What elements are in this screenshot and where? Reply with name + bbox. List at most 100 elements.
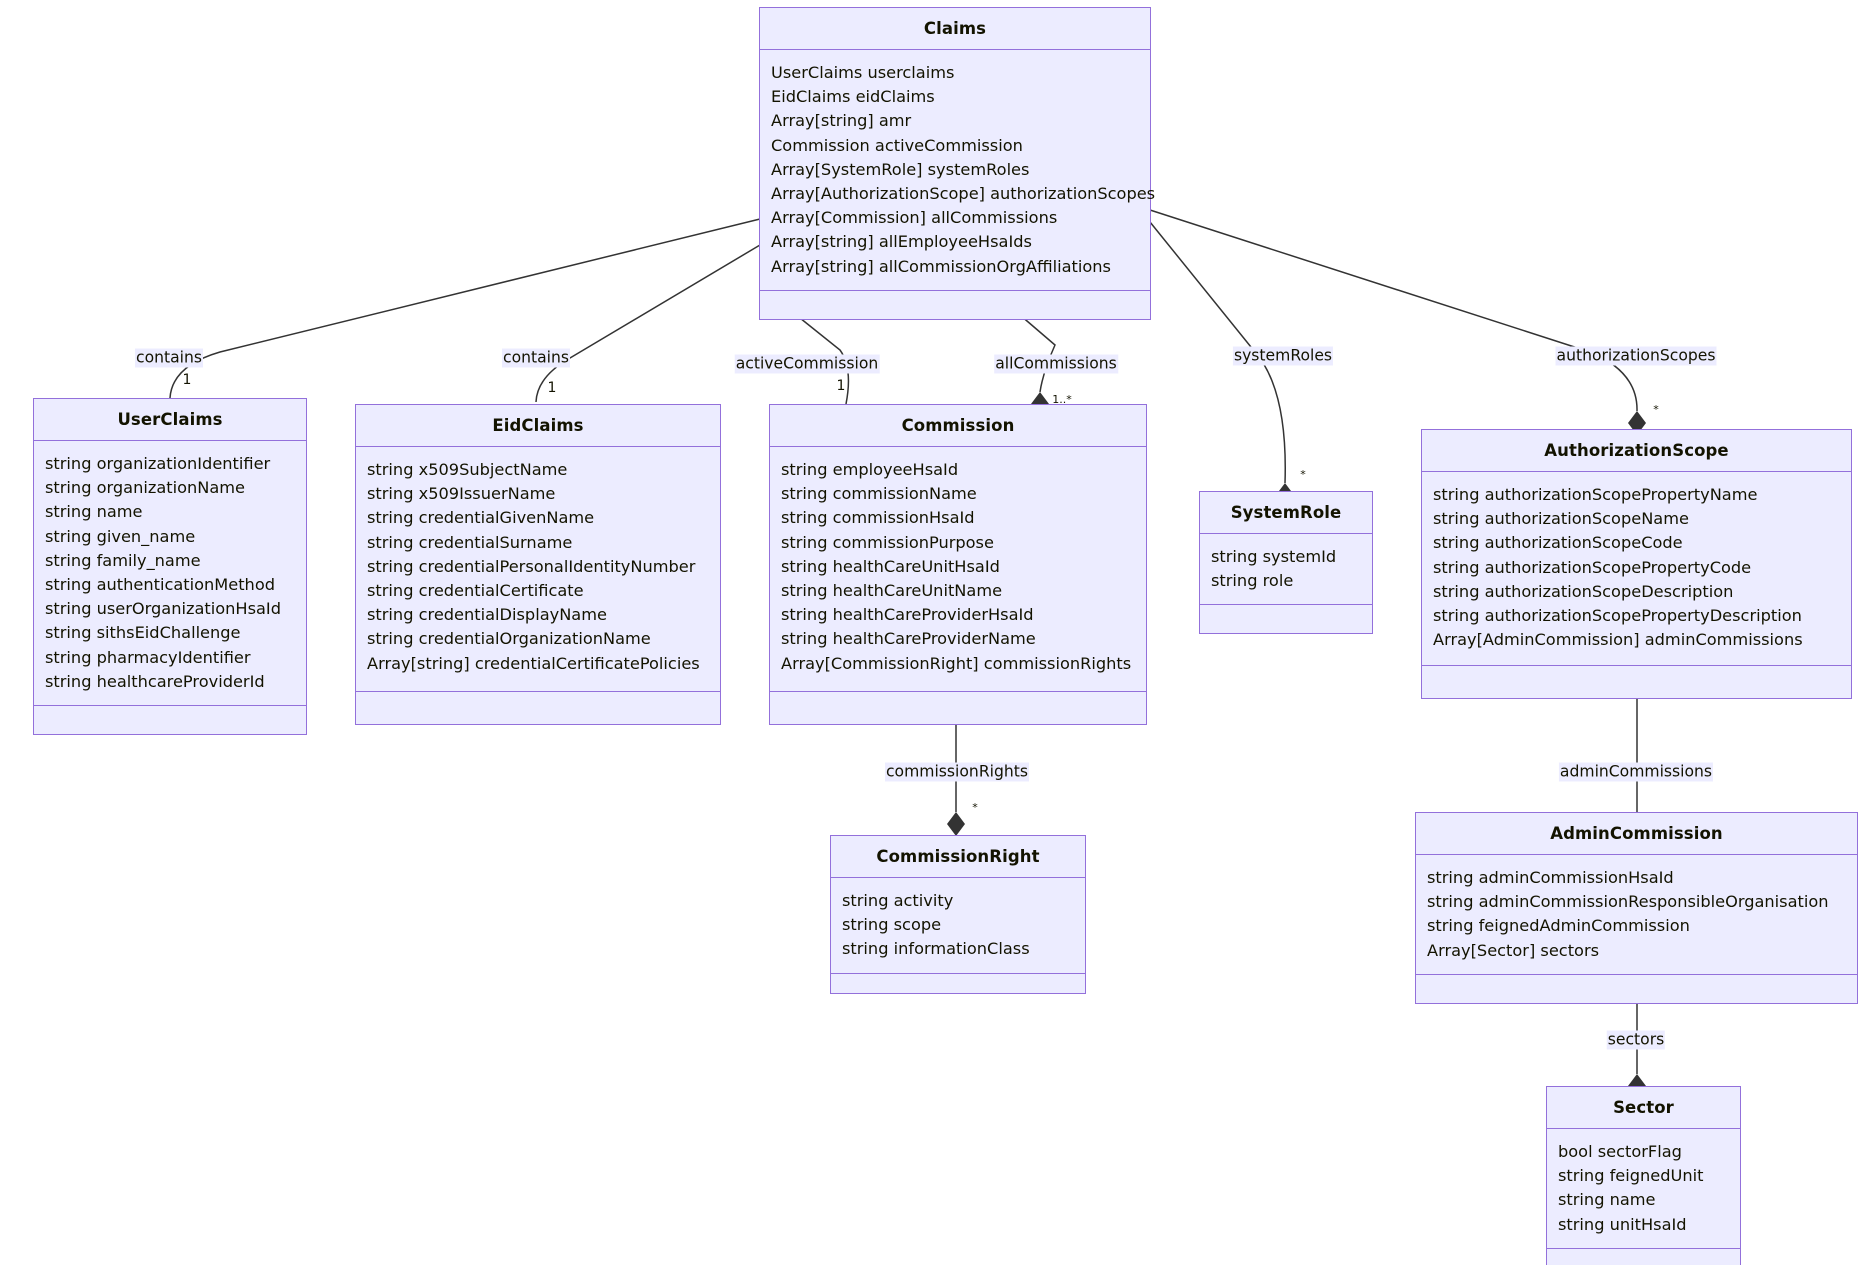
edge-multiplicity-allcommissions: 1..*	[1052, 393, 1072, 406]
class-member: string authorizationScopeCode	[1433, 533, 1683, 553]
edge-multiplicity-authorizationscopes: *	[1653, 403, 1659, 416]
edge-multiplicity-userclaims: 1	[182, 372, 192, 388]
class-member: Array[AuthorizationScope] authorizationS…	[771, 184, 1156, 204]
class-member: string credentialPersonalIdentityNumber	[367, 556, 696, 576]
class-title: AuthorizationScope	[1422, 430, 1851, 472]
edge-claims-userclaims	[169, 218, 761, 399]
class-members: string authorizationScopePropertyName st…	[1422, 472, 1851, 666]
class-title: CommissionRight	[831, 836, 1085, 878]
class-member: string commissionName	[781, 484, 977, 504]
class-member: string employeeHsaId	[781, 460, 959, 479]
edge-label-admincommissions: adminCommissions	[1558, 762, 1714, 782]
class-title: Commission	[770, 405, 1146, 447]
class-title: AdminCommission	[1416, 813, 1857, 855]
class-member: string commissionHsaId	[781, 508, 975, 528]
class-member: string authorizationScopePropertyCode	[1433, 557, 1752, 577]
class-member: string authorizationScopePropertyName	[1433, 485, 1758, 504]
class-member: Array[string] allEmployeeHsaIds	[771, 232, 1032, 252]
class-member: Array[string] credentialCertificatePolic…	[367, 653, 700, 673]
class-node-commissionright[interactable]: CommissionRight string activity string s…	[830, 835, 1086, 994]
class-members: UserClaims userclaims EidClaims eidClaim…	[760, 50, 1156, 291]
class-member: Array[AdminCommission] adminCommissions	[1433, 630, 1803, 650]
class-member: Array[Sector] sectors	[1427, 940, 1600, 960]
class-member: Array[SystemRole] systemRoles	[771, 159, 1030, 179]
edge-label-systemroles: systemRoles	[1232, 346, 1334, 366]
edge-multiplicity-commissionrights: *	[972, 801, 978, 814]
edge-claims-authorizationscope	[1149, 209, 1638, 412]
class-methods	[760, 291, 1150, 323]
class-member: string healthCareProviderName	[781, 629, 1036, 649]
class-node-sector[interactable]: Sector bool sectorFlag string feignedUni…	[1546, 1086, 1741, 1265]
class-member: string organizationName	[45, 478, 246, 498]
class-member: string credentialDisplayName	[367, 605, 607, 625]
class-member: string credentialSurname	[367, 532, 573, 552]
class-member: string systemId	[1211, 547, 1337, 566]
class-title: Sector	[1547, 1087, 1740, 1129]
class-methods	[1416, 975, 1857, 1007]
edge-label-activecommission: activeCommission	[734, 354, 880, 374]
edge-claims-commission-all	[1019, 314, 1056, 393]
class-member: string activity	[842, 891, 954, 910]
class-node-claims[interactable]: Claims UserClaims userclaims EidClaims e…	[759, 7, 1156, 323]
class-member: string sithsEidChallenge	[45, 623, 241, 643]
class-methods	[1547, 1249, 1740, 1265]
class-member: string userOrganizationHsaId	[45, 599, 281, 619]
class-member: string credentialCertificate	[367, 581, 584, 601]
class-node-eidclaims[interactable]: EidClaims string x509SubjectName string …	[355, 404, 721, 725]
class-member: Array[string] amr	[771, 111, 912, 131]
class-member: string authorizationScopeDescription	[1433, 581, 1734, 601]
class-members: bool sectorFlag string feignedUnit strin…	[1547, 1129, 1740, 1249]
class-title: UserClaims	[34, 399, 306, 441]
class-methods	[1422, 666, 1851, 698]
class-member: string x509SubjectName	[367, 460, 568, 479]
class-member: string credentialOrganizationName	[367, 629, 651, 649]
class-members: string x509SubjectName string x509Issuer…	[356, 447, 720, 692]
class-methods	[34, 706, 306, 738]
class-member: string feignedUnit	[1558, 1166, 1704, 1186]
edge-label-authorizationscopes: authorizationScopes	[1555, 346, 1717, 366]
class-node-admincommission[interactable]: AdminCommission string adminCommissionHs…	[1415, 812, 1858, 1004]
class-methods	[770, 692, 1146, 724]
class-member: UserClaims userclaims	[771, 63, 955, 82]
class-member: string healthcareProviderId	[45, 671, 265, 691]
edge-label-sectors: sectors	[1606, 1030, 1666, 1050]
class-member: string adminCommissionResponsibleOrganis…	[1427, 892, 1829, 912]
class-member: string adminCommissionHsaId	[1427, 868, 1674, 887]
class-member: string healthCareUnitHsaId	[781, 556, 1000, 576]
class-members: string adminCommissionHsaId string admin…	[1416, 855, 1857, 975]
class-member: string authorizationScopeName	[1433, 509, 1689, 529]
edge-label-allcommissions: allCommissions	[994, 354, 1118, 374]
edge-claims-eidclaims	[535, 244, 761, 403]
class-methods	[831, 974, 1085, 1006]
class-member: string x509IssuerName	[367, 484, 556, 504]
edge-multiplicity-systemroles: *	[1300, 468, 1306, 481]
class-title: Claims	[760, 8, 1150, 50]
class-member: string given_name	[45, 526, 196, 546]
edge-label-commissionrights: commissionRights	[884, 762, 1030, 782]
class-methods	[356, 692, 720, 724]
class-node-userclaims[interactable]: UserClaims string organizationIdentifier…	[33, 398, 307, 735]
class-title: EidClaims	[356, 405, 720, 447]
class-node-authorizationscope[interactable]: AuthorizationScope string authorizationS…	[1421, 429, 1852, 699]
class-title: SystemRole	[1200, 492, 1372, 534]
edge-label-contains-userclaims: contains	[134, 348, 204, 368]
class-member: Array[string] allCommissionOrgAffiliatio…	[771, 256, 1111, 276]
class-member: string organizationIdentifier	[45, 454, 271, 473]
class-member: string informationClass	[842, 939, 1030, 959]
class-member: string role	[1211, 571, 1294, 591]
class-member: bool sectorFlag	[1558, 1142, 1682, 1161]
class-member: Array[Commission] allCommissions	[771, 208, 1058, 228]
class-member: string name	[1558, 1190, 1656, 1210]
class-member: string authorizationScopePropertyDescrip…	[1433, 606, 1802, 626]
class-member: string scope	[842, 915, 942, 935]
class-methods	[1200, 605, 1372, 637]
class-node-commission[interactable]: Commission string employeeHsaId string c…	[769, 404, 1147, 725]
class-member: string credentialGivenName	[367, 508, 595, 528]
edge-label-contains-eidclaims: contains	[501, 348, 571, 368]
class-members: string activity string scope string info…	[831, 878, 1085, 974]
class-members: string organizationIdentifier string org…	[34, 441, 306, 707]
class-node-systemrole[interactable]: SystemRole string systemId string role	[1199, 491, 1373, 634]
class-member: string family_name	[45, 550, 201, 570]
class-member: string healthCareProviderHsaId	[781, 605, 1034, 625]
edge-multiplicity-activecommission: 1	[836, 378, 846, 394]
